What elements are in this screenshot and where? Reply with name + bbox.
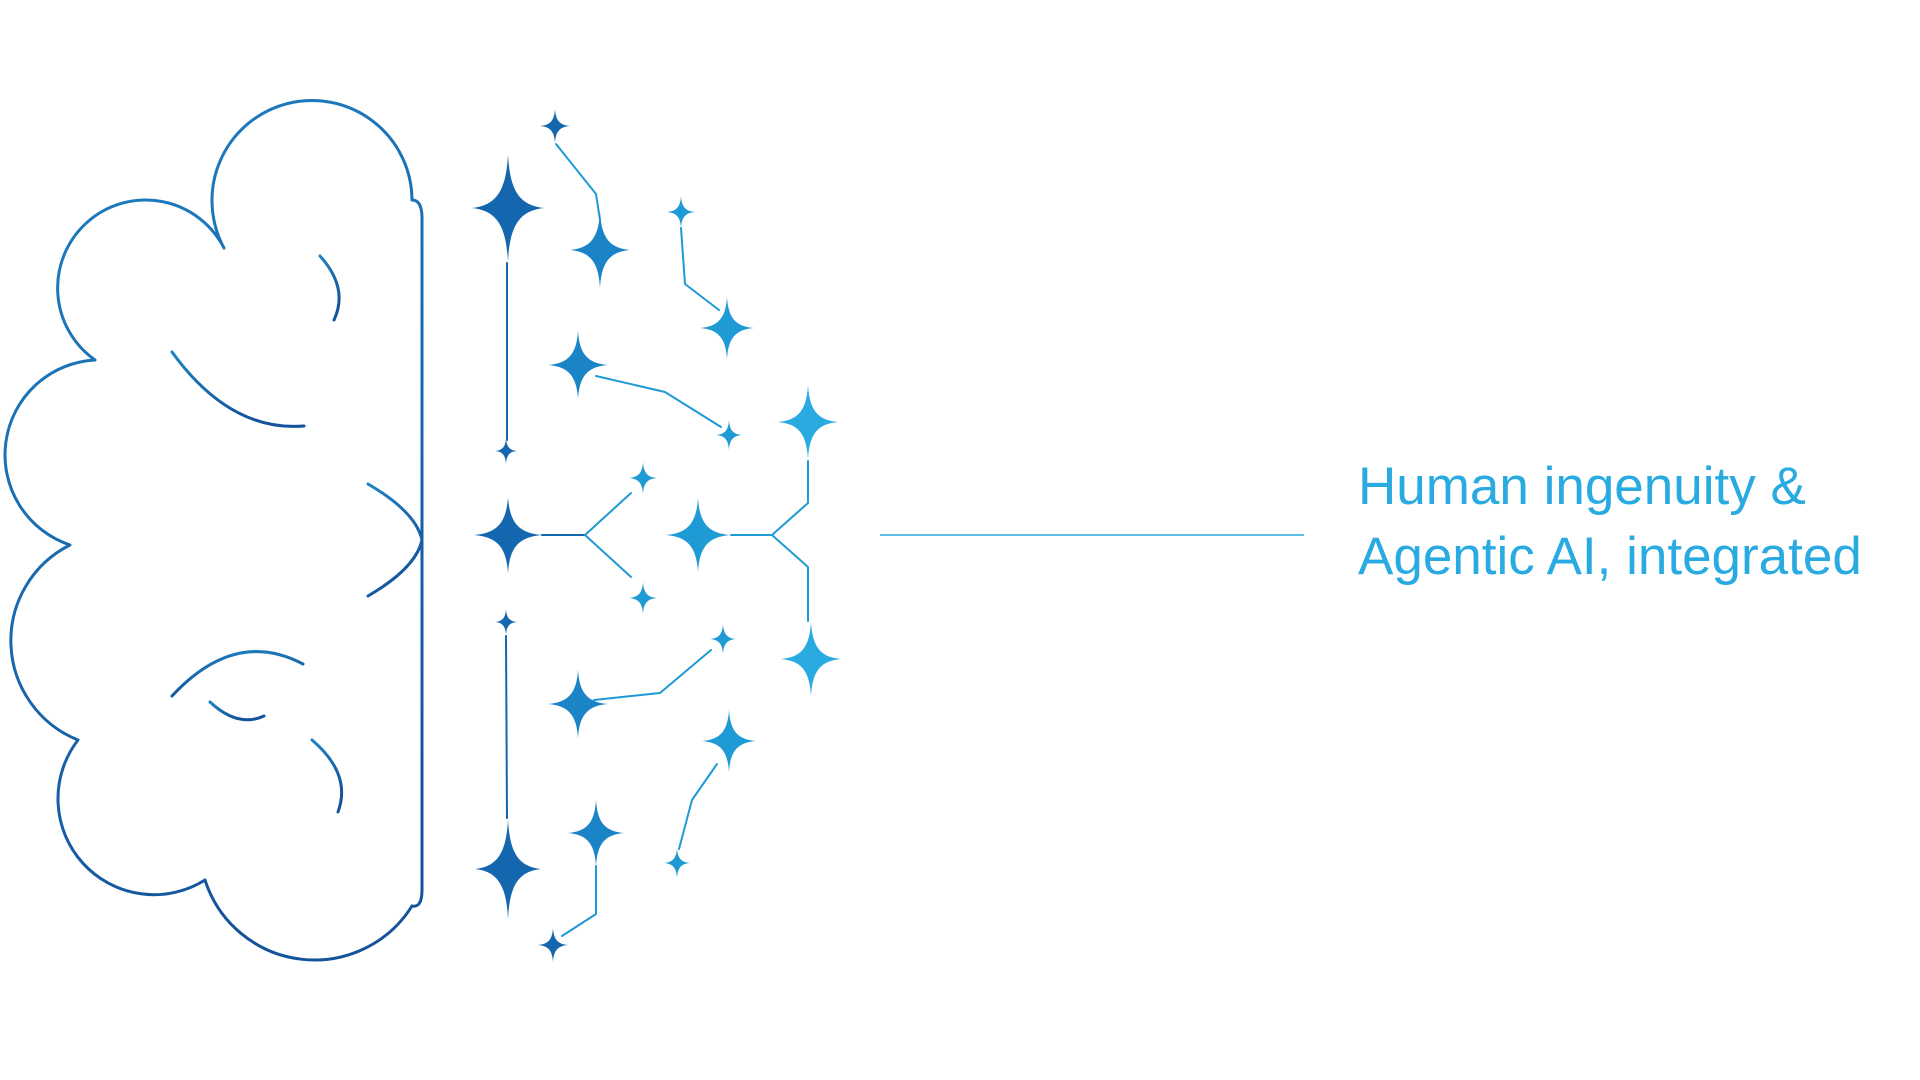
sparkle-icon bbox=[548, 331, 608, 399]
network-line bbox=[771, 534, 809, 622]
sparkle-icon bbox=[666, 498, 730, 572]
sparkle-icon bbox=[472, 154, 544, 262]
sparkle-icon bbox=[568, 800, 624, 866]
network-line bbox=[595, 375, 722, 428]
sparkle-icon bbox=[548, 670, 608, 738]
brain-outer-outline bbox=[3, 99, 424, 962]
network-line bbox=[584, 534, 632, 578]
sparkle-icon bbox=[495, 438, 517, 464]
brain-fold-details bbox=[70, 254, 424, 814]
sparkle-icon bbox=[540, 109, 570, 143]
sparkle-icon bbox=[700, 297, 754, 359]
network-line bbox=[593, 649, 712, 701]
network-line bbox=[561, 865, 597, 937]
sparkle-network bbox=[472, 109, 841, 962]
network-line bbox=[555, 143, 601, 221]
sparkle-icon bbox=[716, 420, 742, 450]
sparkle-icon bbox=[570, 212, 630, 288]
brain-fold bbox=[170, 650, 305, 698]
sparkle-icon bbox=[474, 497, 542, 573]
sparkle-icon bbox=[495, 609, 517, 635]
brain-fold bbox=[310, 738, 344, 814]
sparkle-icon bbox=[710, 624, 736, 654]
network-line bbox=[505, 635, 508, 819]
network-line bbox=[584, 492, 632, 536]
sparkle-icon bbox=[781, 622, 841, 696]
tagline-line-2: Agentic AI, integrated bbox=[1358, 527, 1862, 586]
sparkle-icon bbox=[667, 196, 695, 228]
sparkle-icon bbox=[629, 582, 657, 614]
sparkle-icon bbox=[702, 710, 756, 772]
brain-fold bbox=[318, 254, 341, 322]
sparkle-icon bbox=[538, 928, 568, 962]
tagline-line-1: Human ingenuity & bbox=[1358, 457, 1806, 516]
network-line bbox=[730, 460, 809, 536]
brain-center-notch bbox=[366, 482, 424, 598]
brain-fold bbox=[170, 350, 306, 428]
sparkle-icon bbox=[664, 848, 690, 878]
sparkle-icon bbox=[475, 819, 541, 919]
brain-outline bbox=[3, 99, 424, 962]
network-line bbox=[678, 763, 718, 850]
brain-fold bbox=[208, 700, 266, 722]
sparkle-network-connectors bbox=[505, 143, 809, 937]
network-line bbox=[680, 227, 720, 311]
sparkle-icon bbox=[629, 462, 657, 494]
tagline: Human ingenuity & Agentic AI, integrated bbox=[1358, 452, 1862, 592]
sparkle-icon bbox=[778, 385, 838, 459]
